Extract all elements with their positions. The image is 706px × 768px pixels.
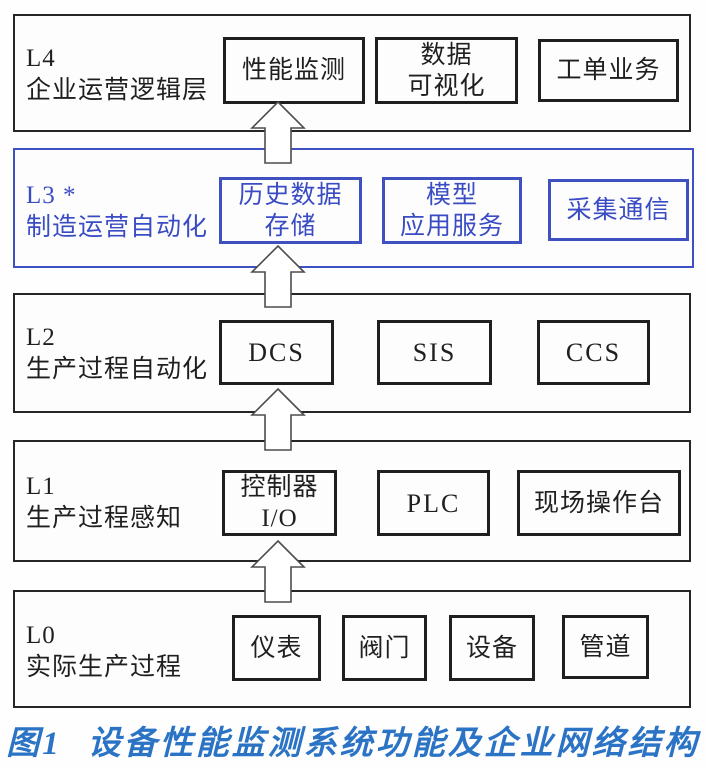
node-pipeline: 管道 (562, 615, 649, 679)
figure-caption: 图1 设备性能监测系统功能及企业网络结构 (0, 716, 706, 764)
figure-caption-number: 图1 (6, 726, 62, 762)
up-arrow-icon (250, 245, 306, 308)
node-dcs: DCS (219, 320, 334, 385)
node-line: 工单业务 (556, 57, 661, 84)
layer-name-l0: 实际生产过程 (26, 654, 183, 681)
node-line: 应用服务 (399, 212, 504, 240)
node-historical-data-storage: 历史数据 存储 (219, 177, 362, 244)
node-line: 可视化 (407, 72, 486, 100)
node-line: 模型 (425, 181, 478, 209)
layer-label-l2: L2 生产过程自动化 (26, 322, 208, 386)
layer-l4-enterprise-operation: L4 企业运营逻辑层 性能监测 数据 可视化 工单业务 (13, 14, 691, 132)
layer-code-l0: L0 (26, 622, 56, 649)
layer-label-l1: L1 生产过程感知 (26, 471, 182, 535)
node-line: I/O (261, 505, 298, 532)
node-line: 性能监测 (241, 57, 346, 84)
layer-name-l2: 生产过程自动化 (26, 356, 209, 383)
node-line: 仪表 (250, 634, 303, 662)
layer-code-l3: L3 * (26, 182, 77, 209)
up-arrow-icon (250, 101, 306, 164)
node-line: 管道 (579, 633, 632, 661)
node-sis: SIS (377, 320, 492, 385)
node-line: 历史数据 (238, 181, 343, 209)
node-performance-monitoring: 性能监测 (223, 37, 365, 104)
node-work-order-business: 工单业务 (538, 39, 679, 102)
figure-caption-title: 设备性能监测系统功能及企业网络结构 (87, 726, 700, 762)
node-field-operator-station: 现场操作台 (517, 470, 681, 536)
node-line: 阀门 (358, 634, 411, 662)
layer-name-l4: 企业运营逻辑层 (26, 77, 209, 104)
layer-label-l4: L4 企业运营逻辑层 (26, 43, 208, 107)
node-line: 存储 (264, 212, 317, 240)
node-line: 现场操作台 (533, 489, 664, 517)
node-line: DCS (248, 338, 305, 367)
layer-code-l4: L4 (26, 45, 56, 72)
node-ccs: CCS (537, 320, 650, 385)
node-controller-io: 控制器 I/O (222, 470, 337, 536)
node-line: 设备 (465, 634, 518, 662)
node-line: PLC (406, 488, 461, 518)
layer-code-l2: L2 (26, 324, 56, 351)
node-equipment: 设备 (449, 615, 535, 681)
node-line: 数据 (420, 41, 473, 69)
node-plc: PLC (377, 470, 490, 536)
node-line: 控制器 (240, 474, 319, 501)
layer-l3-manufacturing-operation-automation: L3 * 制造运营自动化 历史数据 存储 模型 应用服务 采集通信 (13, 148, 694, 268)
node-line: SIS (412, 338, 457, 367)
node-acquisition-communication: 采集通信 (548, 179, 689, 241)
node-model-application-service: 模型 应用服务 (382, 177, 522, 244)
layer-name-l1: 生产过程感知 (26, 505, 183, 532)
layer-l0-actual-production-process: L0 实际生产过程 仪表 阀门 设备 管道 (13, 590, 691, 708)
node-valve: 阀门 (342, 615, 427, 681)
layer-l2-process-automation: L2 生产过程自动化 DCS SIS CCS (13, 293, 691, 413)
up-arrow-icon (250, 388, 306, 451)
node-line: CCS (565, 338, 622, 367)
node-data-visualization: 数据 可视化 (375, 37, 518, 104)
layer-code-l1: L1 (26, 473, 56, 500)
layer-name-l3: 制造运营自动化 (26, 214, 209, 241)
layer-l1-process-perception: L1 生产过程感知 控制器 I/O PLC 现场操作台 (13, 440, 691, 562)
layer-label-l3: L3 * 制造运营自动化 (26, 180, 208, 244)
node-line: 采集通信 (566, 196, 671, 224)
node-instrument: 仪表 (232, 615, 321, 681)
layer-label-l0: L0 实际生产过程 (26, 620, 182, 684)
up-arrow-icon (250, 540, 306, 603)
